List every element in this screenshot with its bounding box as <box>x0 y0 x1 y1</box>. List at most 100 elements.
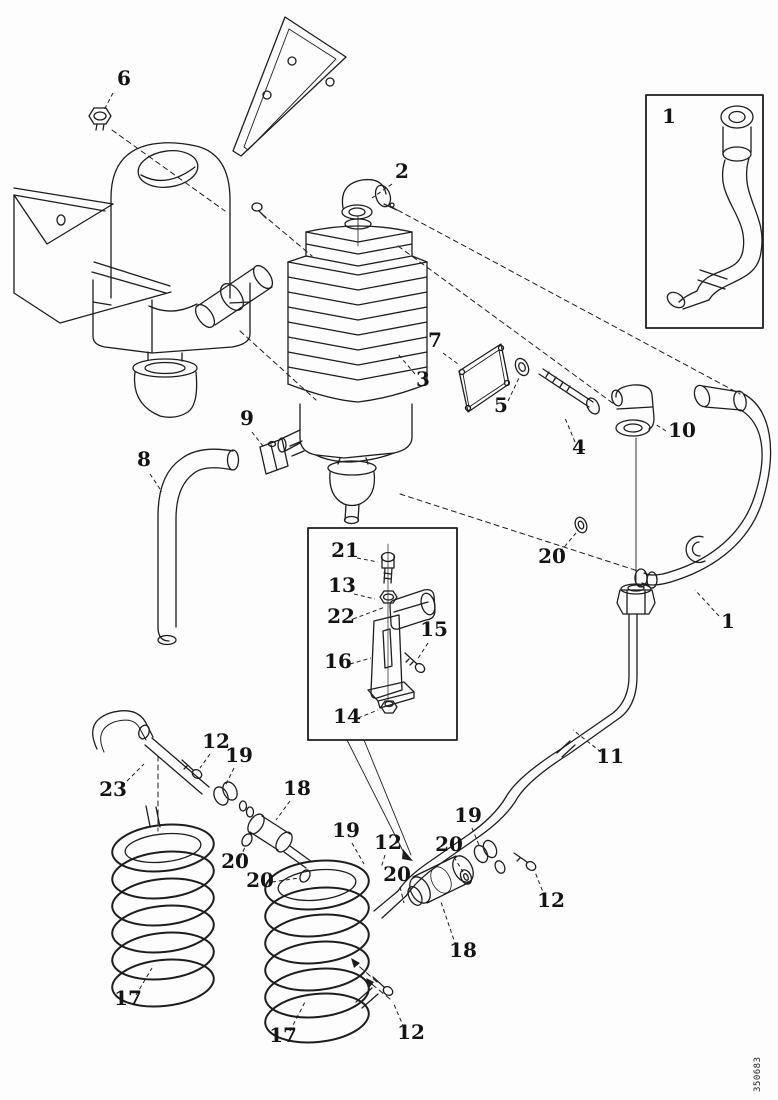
callout-label-20: 20 <box>246 868 274 892</box>
callout-label-19: 19 <box>225 743 253 767</box>
screw-15 <box>404 652 426 674</box>
hose-clip <box>685 535 706 564</box>
callout-label-12: 12 <box>397 1020 425 1044</box>
callout-leader <box>564 417 576 443</box>
callout-leader <box>357 709 379 719</box>
hose-clamp-9 <box>259 438 305 475</box>
callout-label-8: 8 <box>137 447 151 471</box>
callout-leader <box>121 763 145 787</box>
callout-label-11: 11 <box>596 744 624 768</box>
elbow-fitting-top <box>341 178 398 220</box>
callout-label-20: 20 <box>435 832 463 856</box>
callout-leader <box>507 377 520 402</box>
callout-leader <box>399 886 405 904</box>
screw-12-bottom <box>372 976 394 997</box>
callout-label-23: 23 <box>99 777 127 801</box>
callout-leader <box>135 967 153 996</box>
callout-leader <box>349 657 372 665</box>
arrowhead <box>351 958 360 968</box>
callout-leader <box>149 473 163 493</box>
clamp-19-left <box>213 781 255 818</box>
callout-label-12: 12 <box>202 729 230 753</box>
callout-leader <box>572 729 602 753</box>
callout-label-12: 12 <box>374 830 402 854</box>
callout-leader <box>199 753 211 769</box>
callout-label-14: 14 <box>333 704 361 728</box>
callout-leader <box>239 844 247 859</box>
callout-leader <box>353 593 376 600</box>
callout-label-6: 6 <box>117 66 131 90</box>
cooling-coil-left <box>111 805 215 1008</box>
finned-cylinder <box>287 215 428 403</box>
callout-label-9: 9 <box>240 406 254 430</box>
long-bolt <box>538 368 600 415</box>
air-cleaner-base-housing <box>92 279 251 354</box>
arrowhead <box>366 978 374 988</box>
callout-layer: 6213754102019821132216151411231219182020… <box>99 66 735 1047</box>
bolt-21 <box>380 551 396 584</box>
lower-mounting-bracket <box>13 187 172 324</box>
diagram-line-art <box>13 16 772 1044</box>
callout-label-20: 20 <box>383 862 411 886</box>
callout-label-18: 18 <box>283 776 311 800</box>
inset-box-hose <box>645 94 764 329</box>
callout-label-10: 10 <box>668 418 696 442</box>
callout-label-20: 20 <box>538 544 566 568</box>
upper-mounting-bracket <box>232 16 347 157</box>
callout-label-16: 16 <box>324 649 352 673</box>
callout-label-3: 3 <box>416 367 430 391</box>
callout-leader <box>289 1001 306 1032</box>
callout-leader <box>352 606 386 620</box>
callout-label-1: 1 <box>721 609 735 633</box>
callout-label-20: 20 <box>221 849 249 873</box>
wing-nut <box>88 107 112 131</box>
inset-box-clamp-bracket <box>307 527 458 741</box>
callout-leader <box>225 767 235 785</box>
callout-label-17: 17 <box>114 986 142 1010</box>
hose-8 <box>157 448 240 646</box>
callout-leader <box>251 431 264 447</box>
callout-leader <box>380 854 386 869</box>
cover-plate <box>458 343 511 413</box>
union-fitting-18-right <box>407 855 474 906</box>
callout-label-4: 4 <box>572 435 586 459</box>
elbow-fitting-right <box>611 384 655 437</box>
callout-leader <box>654 423 667 432</box>
tube-11 <box>373 583 656 919</box>
callout-leader <box>275 800 291 821</box>
callout-leader <box>351 842 365 865</box>
callout-leader <box>442 352 459 365</box>
callout-label-21: 21 <box>331 538 359 562</box>
washers-clamp-right <box>459 839 537 885</box>
callout-leader <box>416 642 429 661</box>
air-cleaner-cover-dome <box>110 142 231 312</box>
air-horn-funnel-left <box>132 351 198 418</box>
callout-leader <box>694 589 720 617</box>
callout-leader <box>392 1001 405 1029</box>
callout-label-19: 19 <box>454 803 482 827</box>
callout-label-7: 7 <box>428 328 442 352</box>
washer-5 <box>514 357 530 377</box>
clamp-block-22 <box>389 588 436 630</box>
bracket-16 <box>367 614 415 709</box>
callout-leader <box>534 871 546 898</box>
callout-leader <box>471 827 480 846</box>
breather-tube-23 <box>92 710 210 795</box>
callout-leader <box>271 877 300 883</box>
callout-label-12: 12 <box>537 888 565 912</box>
air-horn-funnel-center <box>327 457 377 525</box>
nut-13 <box>379 590 398 604</box>
callout-label-18: 18 <box>449 938 477 962</box>
intake-manifold-pipe <box>194 264 274 329</box>
drawing-part-number: 350683 <box>753 1056 763 1092</box>
cooling-coil-right <box>264 859 379 1044</box>
detail-locator-lines <box>346 739 413 861</box>
nut-14 <box>380 700 398 714</box>
callout-leader <box>103 92 114 111</box>
callout-leader <box>397 353 416 375</box>
callout-label-5: 5 <box>494 393 508 417</box>
callout-leader <box>440 901 457 947</box>
callout-leader <box>453 856 464 873</box>
